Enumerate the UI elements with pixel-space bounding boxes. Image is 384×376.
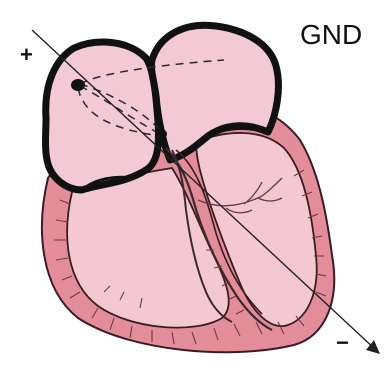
negative-electrode-label: − bbox=[336, 330, 349, 355]
sinoatrial-node bbox=[71, 79, 85, 91]
ground-label: GND bbox=[300, 19, 362, 50]
positive-electrode-label: + bbox=[20, 42, 33, 67]
av-node bbox=[155, 129, 167, 139]
left-atrium bbox=[46, 42, 159, 190]
